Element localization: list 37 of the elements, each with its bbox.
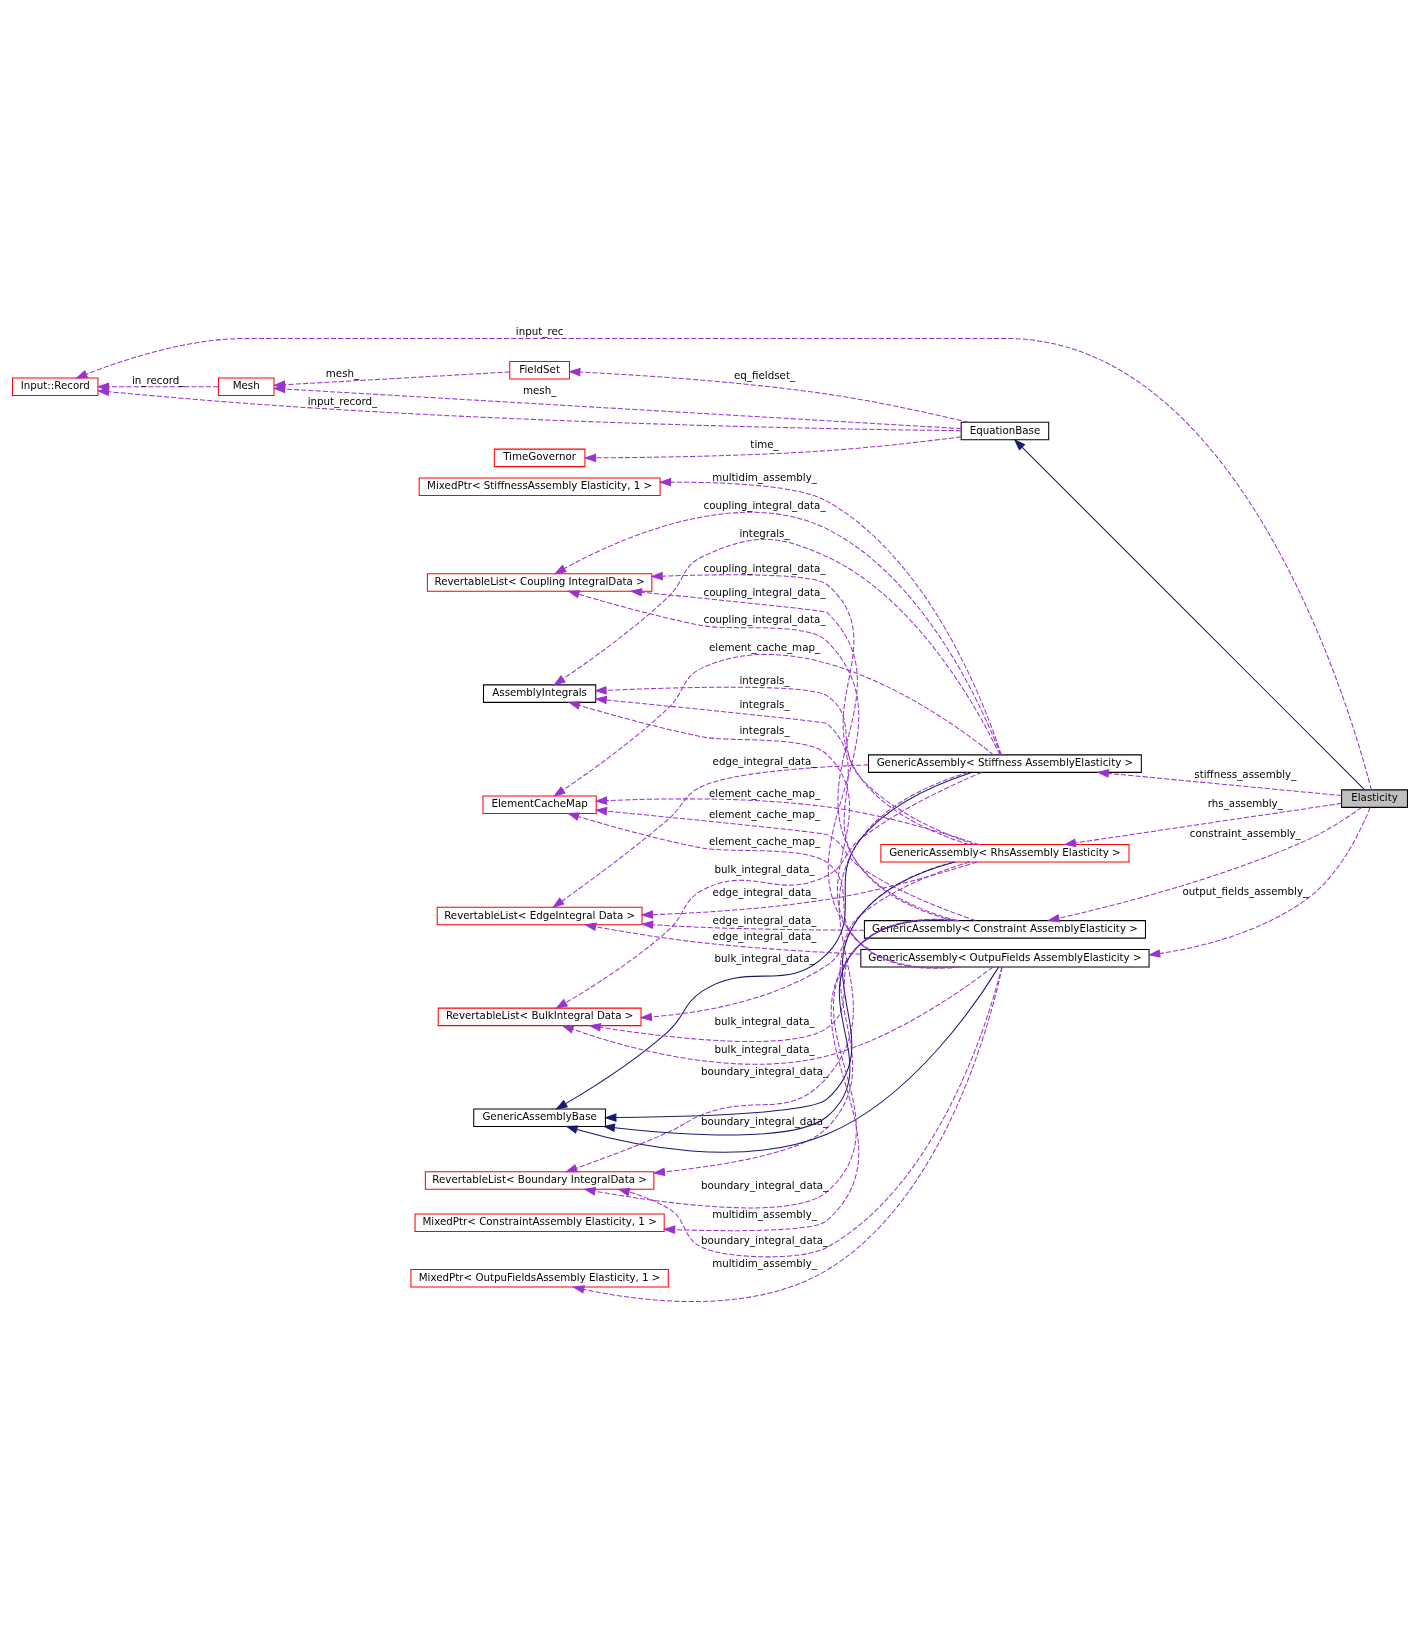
edge-label: input_rec (515, 325, 564, 338)
edge-label: integrals_ (739, 527, 790, 540)
edge-label: integrals_ (739, 674, 790, 687)
edge-label: coupling_integral_data_ (703, 585, 826, 598)
edge-label: eq_fieldset_ (734, 368, 796, 381)
edge-label: edge_integral_data_ (712, 929, 817, 942)
edge-label: element_cache_map_ (709, 641, 821, 654)
edge-label: edge_integral_data_ (712, 754, 817, 767)
edge-label: boundary_integral_data_ (700, 1064, 829, 1077)
edge-label: multidim_assembly_ (712, 1257, 817, 1270)
edge-label: output_fields_assembly_ (1182, 885, 1309, 898)
edge-label: element_cache_map_ (709, 808, 821, 821)
edge-label: integrals_ (739, 698, 790, 711)
edge-label: bulk_integral_data_ (714, 862, 815, 875)
edge-label: multidim_assembly_ (712, 1207, 817, 1220)
edge-label: coupling_integral_data_ (703, 499, 826, 512)
edge-label: mesh_ (522, 384, 557, 397)
edge-label: rhs_assembly_ (1207, 796, 1283, 809)
edge-label: bulk_integral_data_ (714, 1015, 815, 1028)
edge-label: mesh_ (325, 366, 360, 379)
edge-label: edge_integral_data_ (712, 914, 817, 927)
edge-label: integrals_ (739, 723, 790, 736)
edge-label: coupling_integral_data_ (703, 612, 826, 625)
edge-label: multidim_assembly_ (712, 470, 817, 483)
edge-label: constraint_assembly_ (1189, 826, 1301, 839)
edge-label: in_record_ (131, 373, 185, 386)
edge-label: edge_integral_data_ (712, 886, 817, 899)
edge-label: coupling_integral_data_ (703, 562, 826, 575)
edge-label: boundary_integral_data_ (700, 1234, 829, 1247)
edge-label: boundary_integral_data_ (700, 1178, 829, 1191)
edge-label: time_ (750, 437, 779, 450)
edge-label: bulk_integral_data_ (714, 1042, 815, 1055)
edge-label: input_record_ (307, 395, 378, 408)
edge-label: stiffness_assembly_ (1194, 768, 1297, 781)
edge-label: bulk_integral_data_ (714, 952, 815, 965)
edge-label: element_cache_map_ (709, 834, 821, 847)
edge-label: element_cache_map_ (709, 786, 821, 799)
